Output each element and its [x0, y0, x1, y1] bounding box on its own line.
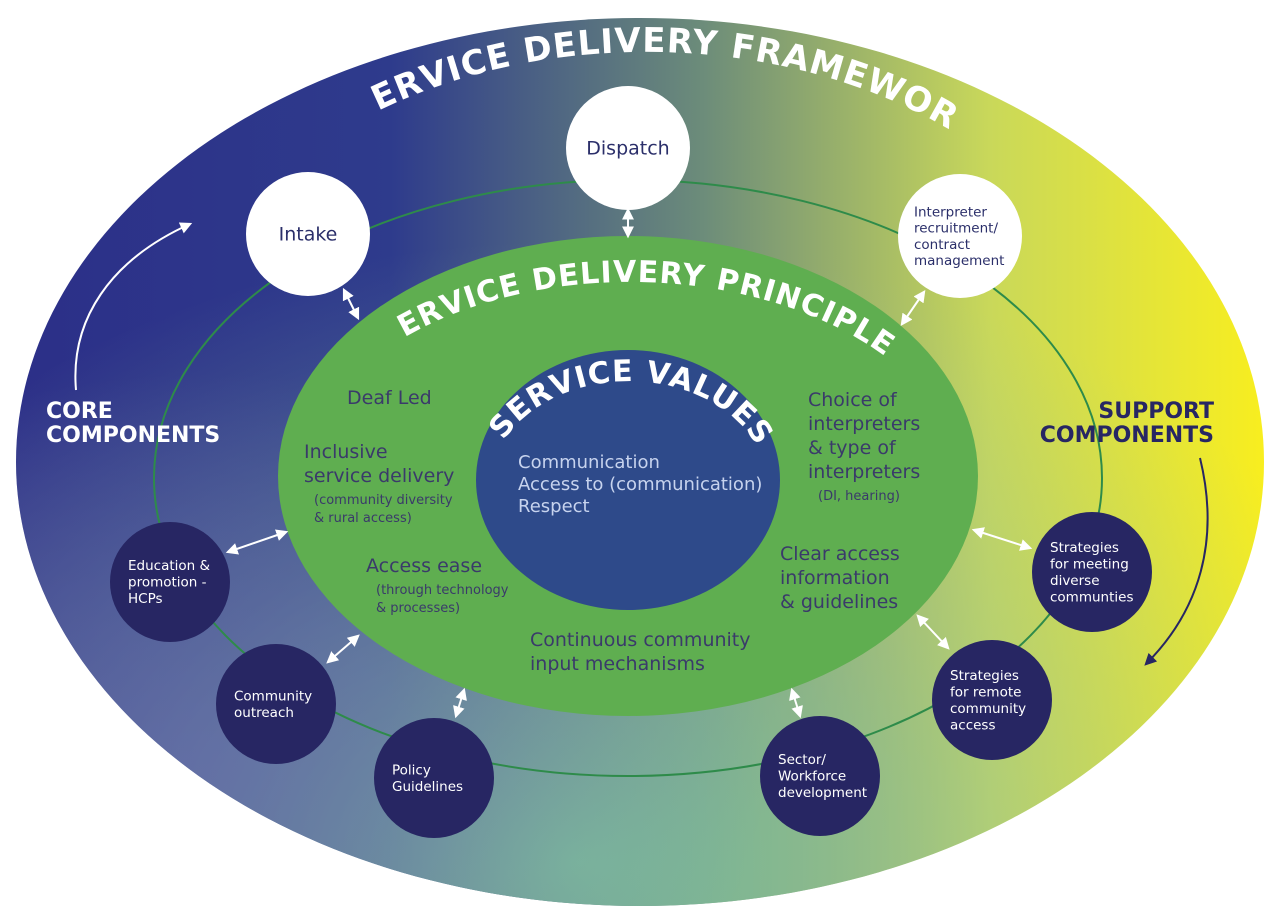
node-sector-workforce-circle	[760, 716, 880, 836]
principle-access-ease-subtext: & processes)	[376, 601, 460, 616]
node-interpreter-recruitment-label: Interpreter	[914, 204, 987, 220]
node-diverse-communities-label: Strategies	[1050, 540, 1119, 556]
principle-clear-access-text: information	[780, 567, 890, 589]
connector-arrows	[225, 207, 1033, 719]
arrow-intake	[342, 287, 360, 321]
node-remote-access-label: for remote	[950, 684, 1021, 700]
principle-inclusive-text: service delivery	[304, 465, 454, 487]
node-education-promotion-label: promotion -	[128, 575, 207, 591]
component-nodes: Intake DispatchInterpreterrecruitment/con…	[110, 86, 1152, 838]
principle-choice-text: interpreters	[808, 413, 920, 435]
core-components-label: CORE COMPONENTS	[46, 399, 220, 448]
support-label-line-1: SUPPORT	[1098, 399, 1214, 424]
principle-clear-access-text: & guidelines	[780, 591, 898, 613]
principle-access-ease-subtext: (through technology	[376, 583, 509, 598]
arrow-diverse	[971, 527, 1033, 551]
principle-inclusive-subtext: (community diversity	[314, 493, 453, 508]
principle-choice-text: & type of	[808, 437, 897, 459]
principle-access-ease-text: Access ease	[366, 555, 482, 577]
core-label-line-2: COMPONENTS	[46, 423, 220, 448]
arrow-interpreter	[900, 290, 926, 326]
node-sector-workforce-label: Sector/	[778, 752, 826, 768]
principle-choice-subtext: (DI, hearing)	[818, 489, 900, 504]
node-interpreter-recruitment[interactable]: Interpreterrecruitment/contractmanagemen…	[898, 174, 1022, 298]
principle-clear-access-text: Clear access	[780, 543, 900, 565]
node-dispatch-label: Dispatch	[586, 138, 669, 160]
node-interpreter-recruitment-label: recruitment/	[914, 221, 998, 237]
arrow-outreach	[326, 634, 360, 664]
node-remote-access-label: Strategies	[950, 668, 1019, 684]
principle-inclusive-subtext: & rural access)	[314, 511, 412, 526]
node-policy-guidelines-circle	[374, 718, 494, 838]
node-education-promotion[interactable]: Education &promotion -HCPs	[110, 522, 230, 642]
principle-continuous-text: Continuous community	[530, 629, 751, 651]
node-sector-workforce-label: Workforce	[778, 769, 846, 785]
principle-continuous-text: input mechanisms	[530, 653, 705, 675]
node-diverse-communities-label: diverse	[1050, 573, 1100, 589]
arrow-education	[225, 529, 289, 555]
node-dispatch-circle	[566, 86, 690, 210]
node-community-outreach-label: outreach	[234, 705, 294, 721]
principle-deaf-led: Deaf Led	[347, 387, 432, 409]
node-policy-guidelines-label: Guidelines	[392, 779, 463, 795]
node-community-outreach-label: Community	[234, 688, 312, 704]
node-diverse-communities-circle	[1032, 512, 1152, 632]
node-education-promotion-label: Education &	[128, 558, 211, 574]
node-community-outreach-circle	[216, 644, 336, 764]
core-label-line-1: CORE	[46, 399, 113, 424]
arrow-remote	[916, 614, 950, 650]
principle-choice-text: interpreters	[808, 461, 920, 483]
value-item: Access to (communication)	[518, 474, 762, 495]
node-interpreter-recruitment-label: contract	[914, 237, 970, 253]
node-diverse-communities-label: for meeting	[1050, 556, 1129, 572]
node-intake-label: Intake	[279, 224, 338, 246]
node-education-promotion-circle	[110, 522, 230, 642]
values-ellipse	[476, 350, 780, 610]
node-diverse-communities-label: communties	[1050, 589, 1133, 605]
node-education-promotion-label: HCPs	[128, 591, 163, 607]
node-intake[interactable]: Intake	[246, 172, 370, 296]
core-direction-arrow	[74, 222, 193, 391]
node-remote-access-circle	[932, 640, 1052, 760]
principle-choice-text: Choice of	[808, 389, 898, 411]
node-remote-access-label: community	[950, 701, 1026, 717]
node-remote-access-label: access	[950, 717, 996, 733]
node-interpreter-recruitment-label: management	[914, 253, 1004, 269]
node-intake-circle	[246, 172, 370, 296]
node-dispatch[interactable]: Dispatch	[566, 86, 690, 210]
node-interpreter-recruitment-circle	[898, 174, 1022, 298]
arrow-policy	[453, 687, 467, 719]
support-label-line-2: COMPONENTS	[1040, 423, 1214, 448]
arrow-sector	[789, 687, 803, 719]
support-components-label: SUPPORT COMPONENTS	[1040, 399, 1214, 448]
node-policy-guidelines-label: Policy	[392, 762, 431, 778]
principle-inclusive-text: Inclusive	[304, 441, 388, 463]
node-sector-workforce-label: development	[778, 785, 867, 801]
value-item: Communication	[518, 452, 660, 473]
value-item: Respect	[518, 496, 590, 517]
support-direction-arrow	[1144, 457, 1209, 666]
